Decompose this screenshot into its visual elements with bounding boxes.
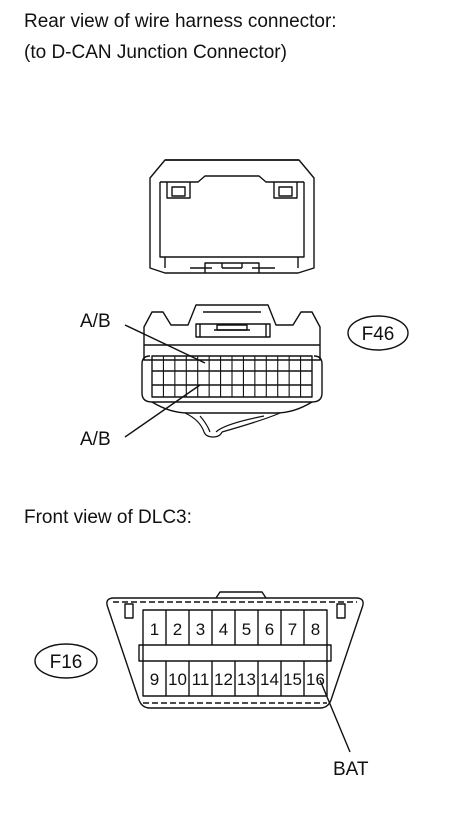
dlc3-pin-11: 11 (192, 670, 210, 689)
dlc3-pin-5: 5 (242, 620, 251, 639)
dlc3-pin-2: 2 (173, 620, 182, 639)
f16-badge-oval (34, 643, 98, 679)
dlc3-pin-1: 1 (150, 620, 159, 639)
f46-connector-housing (141, 304, 323, 414)
dlc3-pin-14: 14 (260, 670, 279, 689)
label-a-b-top: A/B (80, 311, 111, 332)
label-a-b-bottom-leader (124, 384, 201, 438)
dlc3-pin-10: 10 (168, 670, 187, 689)
label-a-b-bottom: A/B (80, 429, 111, 450)
dlc3-pin-13: 13 (237, 670, 256, 689)
dlc3-pin-16: 16 (306, 670, 325, 689)
rear-view-caption-line2: (to D-CAN Junction Connector) (24, 42, 287, 63)
dlc3-pin-15: 15 (283, 670, 302, 689)
dlc3-pin-3: 3 (196, 620, 205, 639)
dlc3-pin-4: 4 (219, 620, 228, 639)
dlc3-pin-8: 8 (311, 620, 320, 639)
dlc3-connector-housing (106, 591, 364, 709)
f46-connector-label: F46 (362, 324, 395, 345)
mating-connector-housing (149, 159, 315, 274)
f46-badge-oval (347, 315, 409, 351)
bat-terminal-label: BAT (333, 759, 369, 780)
f46-wire-bundle (184, 412, 281, 438)
dlc3-pin-9: 9 (150, 670, 159, 689)
rear-view-caption-line1: Rear view of wire harness connector: (24, 11, 337, 32)
label-a-b-top-leader (124, 324, 206, 364)
dlc3-pin-6: 6 (265, 620, 274, 639)
f16-connector-label: F16 (50, 652, 83, 673)
bat-leader-line (319, 679, 351, 753)
front-view-caption: Front view of DLC3: (24, 507, 192, 528)
dlc3-pin-7: 7 (288, 620, 297, 639)
dlc3-pin-12: 12 (214, 670, 233, 689)
